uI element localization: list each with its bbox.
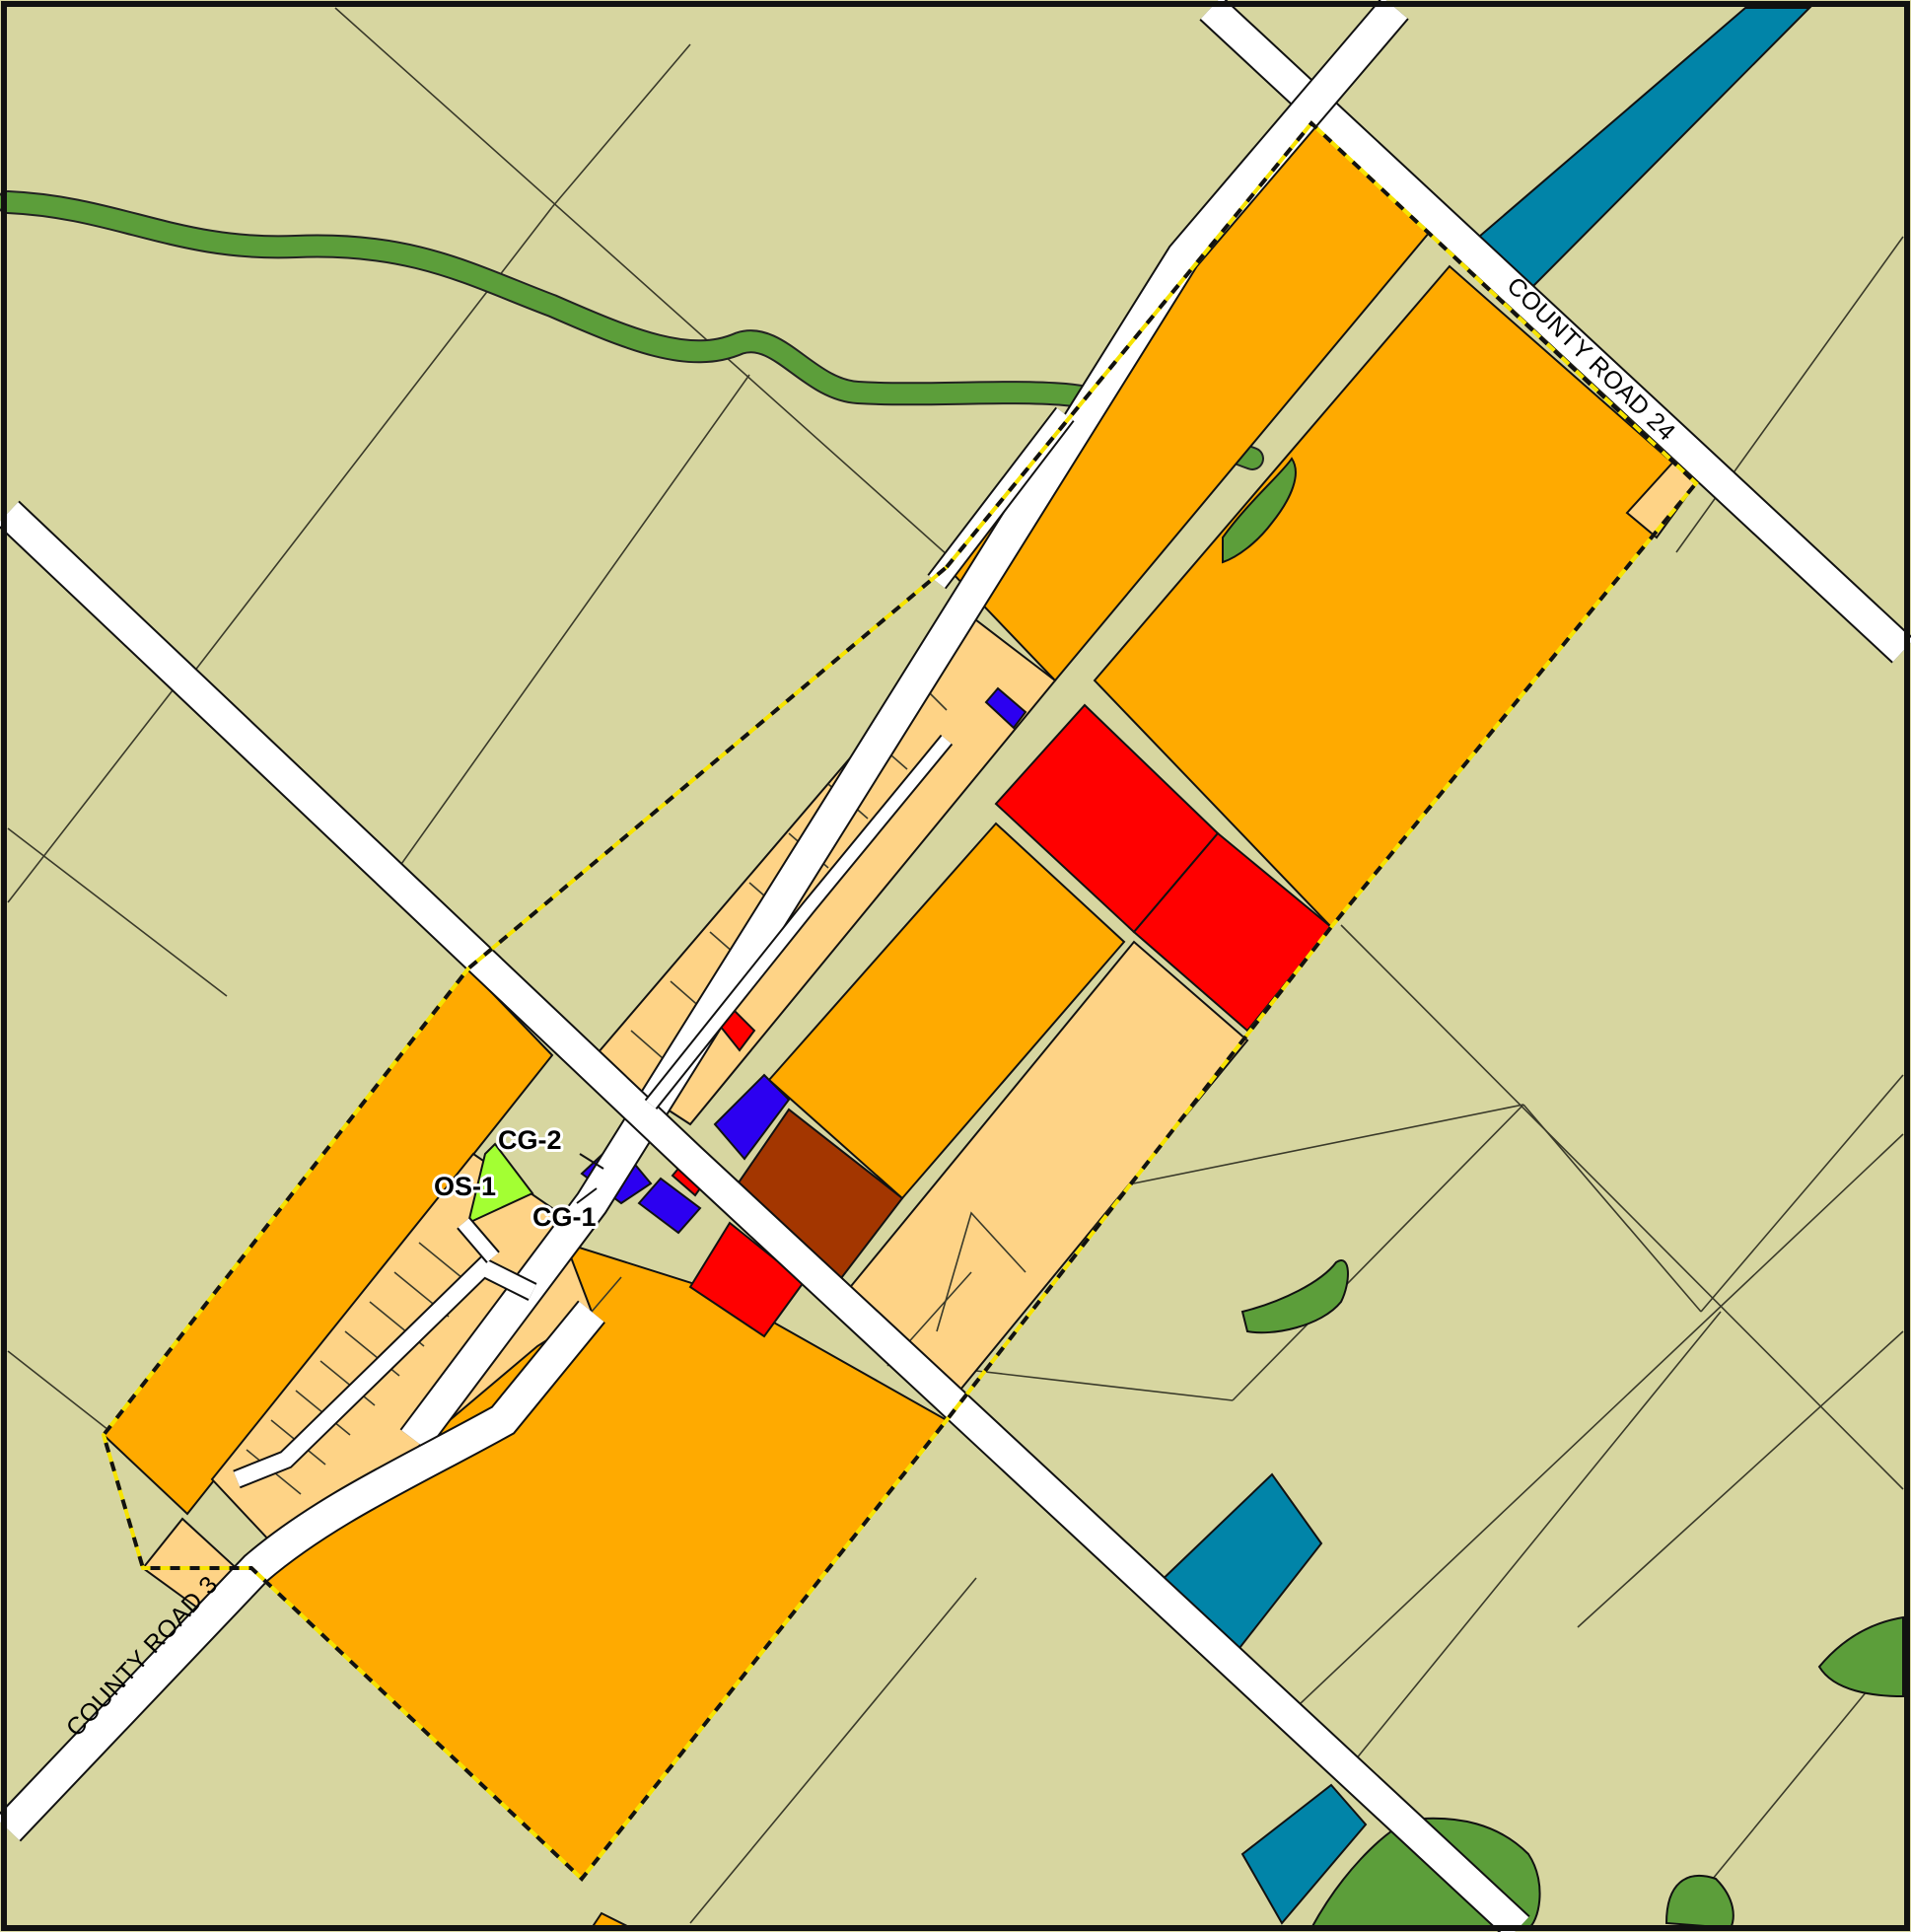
label-os1: OS-1 (434, 1172, 496, 1201)
crescent-street (234, 1257, 536, 1487)
patch-2 (1222, 457, 1297, 564)
zone-teal-se-2 (1240, 1783, 1368, 1925)
settlement-boundary (101, 120, 1699, 1882)
patch-3 (1817, 1615, 1904, 1698)
main-road (401, 0, 1408, 1450)
zone-open-space (466, 1142, 534, 1225)
patch-5 (1664, 1875, 1734, 1930)
zone-central-orange (767, 822, 1126, 1200)
label-cg2: CG-2 (498, 1125, 562, 1155)
parcel-lines (7, 7, 1904, 1924)
diagonal-road (0, 502, 1529, 1932)
zone-blue-2 (713, 1073, 791, 1161)
zone-blue-3 (637, 1177, 702, 1235)
zone-blue-1 (984, 686, 1027, 730)
creek-fill (0, 192, 1262, 468)
commercial-general-zones (671, 703, 1333, 1338)
leader-cg1 (576, 1187, 598, 1204)
back-lane (646, 736, 952, 1109)
label-cg1: CG-1 (532, 1202, 597, 1232)
county-road-3 (0, 1301, 604, 1841)
patch-1 (1240, 1259, 1349, 1334)
crescent-spur (458, 1218, 499, 1262)
leader-cg2 (579, 1153, 604, 1170)
